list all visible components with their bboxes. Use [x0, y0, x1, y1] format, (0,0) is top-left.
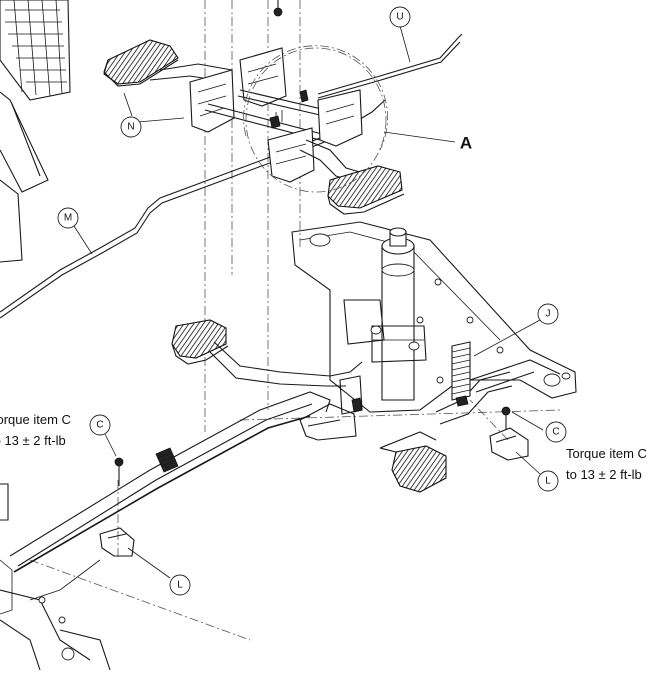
callout-c-right: C	[545, 421, 567, 443]
torque-note-left-line2: to 13 ± 2 ft-lb	[0, 433, 66, 448]
torque-note-right-line2: to 13 ± 2 ft-lb	[566, 467, 642, 482]
steering-column	[291, 221, 577, 441]
left-pedal	[171, 319, 363, 387]
callout-j-label: J	[546, 309, 551, 320]
detail-circle-a	[243, 45, 456, 193]
torque-note-left-line1: Torque item C	[0, 412, 71, 427]
lower-frame	[0, 341, 561, 671]
callout-c-left-label: C	[96, 420, 103, 431]
callout-j: J	[537, 303, 559, 325]
callout-c-right-label: C	[552, 427, 559, 438]
callout-n: N	[120, 116, 142, 138]
callout-l-right-label: L	[545, 476, 551, 487]
callout-m-label: M	[64, 213, 72, 224]
callout-l-left-label: L	[177, 580, 183, 591]
torque-note-right: Torque item C to 13 ± 2 ft-lb	[566, 446, 647, 482]
callout-u: U	[389, 6, 411, 28]
rod-u	[317, 33, 463, 99]
torque-note-left: Torque item C to 13 ± 2 ft-lb	[0, 412, 71, 448]
callout-u-label: U	[396, 12, 403, 23]
upper-pedal-assembly	[103, 0, 405, 215]
callout-n-label: N	[127, 122, 134, 133]
leader-lines	[73, 25, 544, 579]
upper-left-frame	[0, 0, 71, 263]
torque-note-right-line1: Torque item C	[566, 446, 647, 461]
callout-l-left: L	[169, 574, 191, 596]
callout-l-right: L	[537, 470, 559, 492]
callout-m: M	[57, 207, 79, 229]
callout-c-left: C	[89, 414, 111, 436]
section-label-a: A	[460, 134, 472, 153]
